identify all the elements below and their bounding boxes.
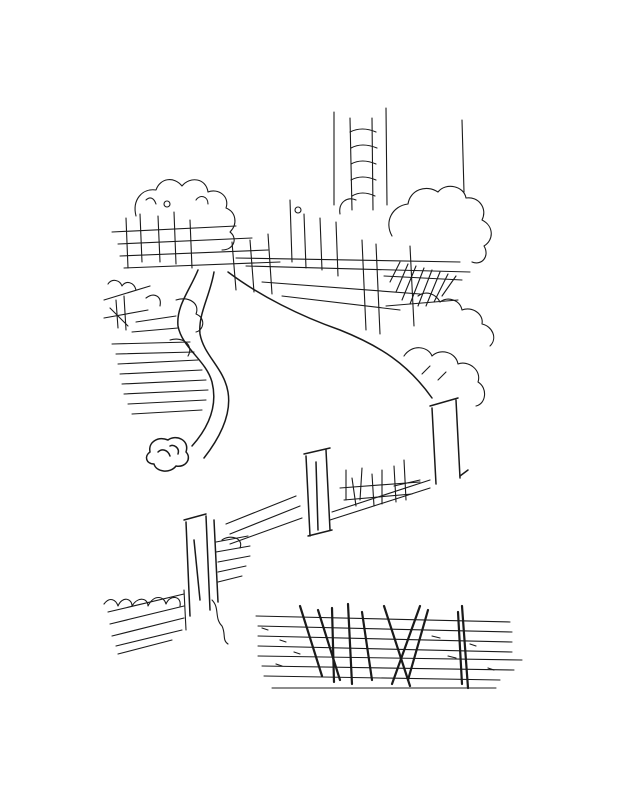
wall-plants — [339, 459, 421, 507]
planting-left — [103, 279, 161, 331]
gate-hatching — [211, 535, 251, 645]
wall-pillar-left — [183, 513, 219, 617]
low-wall — [225, 479, 431, 545]
wall-pillar-right — [429, 397, 469, 485]
background-tower — [333, 107, 465, 211]
lawn-hatching — [111, 298, 209, 415]
curving-path — [177, 269, 433, 459]
foreground-planter-left — [103, 589, 187, 655]
foreground-grid-right — [255, 615, 523, 689]
wall-pillar-center — [303, 447, 333, 537]
tree-canopy-left — [134, 179, 236, 251]
boulder — [145, 436, 190, 472]
midground-structures — [111, 199, 471, 335]
bamboo-stakes — [298, 602, 470, 690]
hatched-building — [383, 261, 463, 307]
tree-canopy-right — [339, 185, 492, 264]
shrubs-right — [403, 292, 495, 407]
